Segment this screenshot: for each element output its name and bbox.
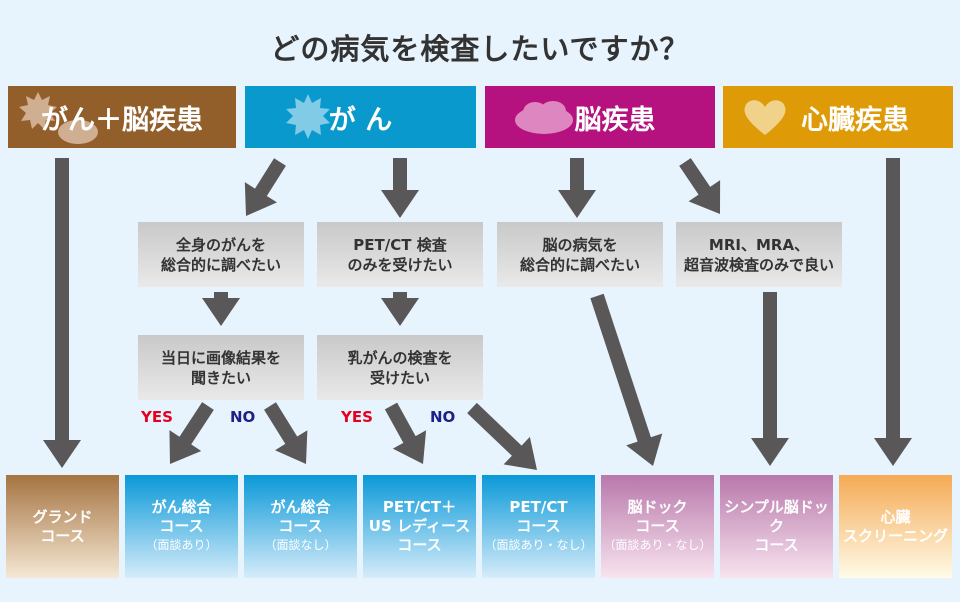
category-brain[interactable]: 脳疾患 bbox=[485, 86, 715, 148]
course-text: PET/CT＋ bbox=[382, 498, 457, 516]
course-text: コース bbox=[278, 517, 323, 535]
course-heart-screening[interactable]: 心臓スクリーニング bbox=[839, 475, 952, 578]
arrow-icon bbox=[169, 402, 214, 464]
question-text: 乳がんの検査を bbox=[347, 348, 453, 367]
course-grand[interactable]: グランドコース bbox=[6, 475, 119, 578]
category-label: 脳疾患 bbox=[574, 104, 656, 136]
category-heart[interactable]: 心臓疾患 bbox=[723, 86, 953, 148]
question-breast-cancer[interactable]: 乳がんの検査を受けたい bbox=[317, 335, 483, 400]
category-label: 心臓疾患 bbox=[801, 104, 909, 136]
arrow-icon bbox=[202, 292, 240, 326]
question-text: 全身のがんを bbox=[175, 235, 266, 254]
arrow-icon bbox=[751, 292, 789, 466]
course-petct-us-ladies[interactable]: PET/CT＋US レディースコース bbox=[363, 475, 476, 578]
question-text: 総合的に調べたい bbox=[519, 255, 640, 274]
course-text: がん総合 bbox=[151, 498, 212, 516]
question-petct-only[interactable]: PET/CT 検査のみを受けたい bbox=[317, 222, 483, 287]
cloud-icon bbox=[515, 101, 573, 134]
course-brain-dock[interactable]: 脳ドックコース （面談あり・なし） bbox=[601, 475, 714, 578]
course-text: コース bbox=[159, 517, 204, 535]
course-text: （面談あり・なし） bbox=[603, 538, 712, 552]
arrow-icon bbox=[874, 158, 912, 466]
no-label: NO bbox=[230, 408, 256, 426]
course-text: （面談あり・なし） bbox=[484, 538, 593, 552]
page-title: どの病気を検査したいですか？ bbox=[270, 32, 690, 66]
course-text: 脳ドック bbox=[627, 498, 688, 516]
arrow-icon bbox=[558, 158, 596, 218]
question-mri-only[interactable]: MRI、MRA、超音波検査のみで良い bbox=[676, 222, 842, 287]
question-same-day-results[interactable]: 当日に画像結果を聞きたい bbox=[138, 335, 304, 400]
course-text: シンプル脳ドック bbox=[724, 498, 829, 535]
course-simple-brain-dock[interactable]: シンプル脳ドックコース bbox=[720, 475, 833, 578]
question-text: 受けたい bbox=[369, 368, 430, 387]
heart-icon bbox=[744, 100, 786, 135]
arrow-icon bbox=[381, 158, 419, 218]
question-brain-overall[interactable]: 脳の病気を総合的に調べたい bbox=[497, 222, 663, 287]
question-text: 当日に画像結果を bbox=[160, 348, 281, 367]
category-label: が ん bbox=[328, 104, 393, 136]
question-text: のみを受けたい bbox=[347, 255, 453, 274]
category-cancer-brain[interactable]: がん＋脳疾患 bbox=[8, 86, 236, 148]
arrow-icon bbox=[244, 158, 286, 216]
question-text: 超音波検査のみで良い bbox=[683, 255, 834, 274]
no-label: NO bbox=[430, 408, 456, 426]
course-text: コース bbox=[635, 517, 680, 535]
arrow-icon bbox=[467, 402, 537, 470]
course-text: コース bbox=[40, 526, 85, 545]
arrow-icon bbox=[679, 158, 721, 214]
question-text: 脳の病気を bbox=[542, 235, 618, 254]
question-text: MRI、MRA、 bbox=[708, 235, 810, 254]
course-text: US レディース bbox=[368, 517, 471, 535]
arrow-icon bbox=[590, 293, 663, 466]
arrow-icon bbox=[43, 158, 81, 468]
arrow-icon bbox=[264, 402, 308, 464]
category-label: がん＋脳疾患 bbox=[41, 104, 203, 136]
yes-label: YES bbox=[141, 408, 173, 426]
course-text: PET/CT bbox=[509, 498, 568, 516]
yes-label: YES bbox=[341, 408, 373, 426]
arrow-icon bbox=[384, 402, 427, 464]
course-text: コース bbox=[754, 536, 799, 554]
category-cancer[interactable]: が ん bbox=[245, 86, 476, 148]
starburst-cloud-icon bbox=[19, 92, 98, 144]
course-text: 心臓 bbox=[880, 507, 911, 526]
course-text: （面談あり） bbox=[145, 538, 218, 552]
starburst-icon bbox=[286, 94, 330, 139]
question-whole-body-cancer[interactable]: 全身のがんを総合的に調べたい bbox=[138, 222, 304, 287]
course-text: （面談なし） bbox=[264, 538, 337, 552]
course-cancer-with-interview[interactable]: がん総合コース （面談あり） bbox=[125, 475, 238, 578]
question-text: PET/CT 検査 bbox=[353, 235, 447, 254]
question-text: 総合的に調べたい bbox=[160, 255, 281, 274]
arrow-icon bbox=[381, 292, 419, 326]
course-text: コース bbox=[397, 536, 442, 554]
course-text: がん総合 bbox=[270, 498, 331, 516]
course-text: グランド bbox=[32, 507, 93, 526]
course-text: コース bbox=[516, 517, 561, 535]
course-text: スクリーニング bbox=[842, 526, 948, 545]
course-cancer-no-interview[interactable]: がん総合コース （面談なし） bbox=[244, 475, 357, 578]
question-text: 聞きたい bbox=[190, 368, 251, 387]
